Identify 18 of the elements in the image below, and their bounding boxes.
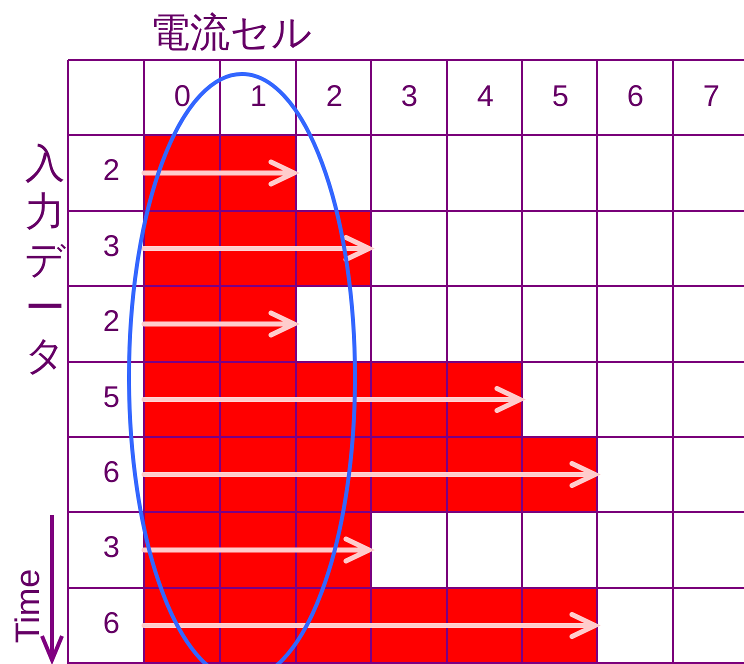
row-value: 6 xyxy=(103,456,120,490)
column-number: 5 xyxy=(552,80,569,114)
column-number: 1 xyxy=(250,80,267,114)
column-number: 7 xyxy=(703,80,720,114)
row-value: 6 xyxy=(103,606,120,640)
row-value: 5 xyxy=(103,380,120,414)
axis-label: Time xyxy=(8,568,48,646)
axis-label: 入力データ xyxy=(24,141,66,380)
row-value: 3 xyxy=(103,230,120,264)
row-value: 2 xyxy=(103,305,120,339)
column-number: 0 xyxy=(174,80,191,114)
row-value: 2 xyxy=(103,154,120,188)
column-number: 6 xyxy=(627,80,644,114)
row-value: 3 xyxy=(103,531,120,565)
title: 電流セル xyxy=(150,10,312,56)
column-number: 2 xyxy=(326,80,343,114)
column-number: 3 xyxy=(401,80,418,114)
column-number: 4 xyxy=(477,80,494,114)
